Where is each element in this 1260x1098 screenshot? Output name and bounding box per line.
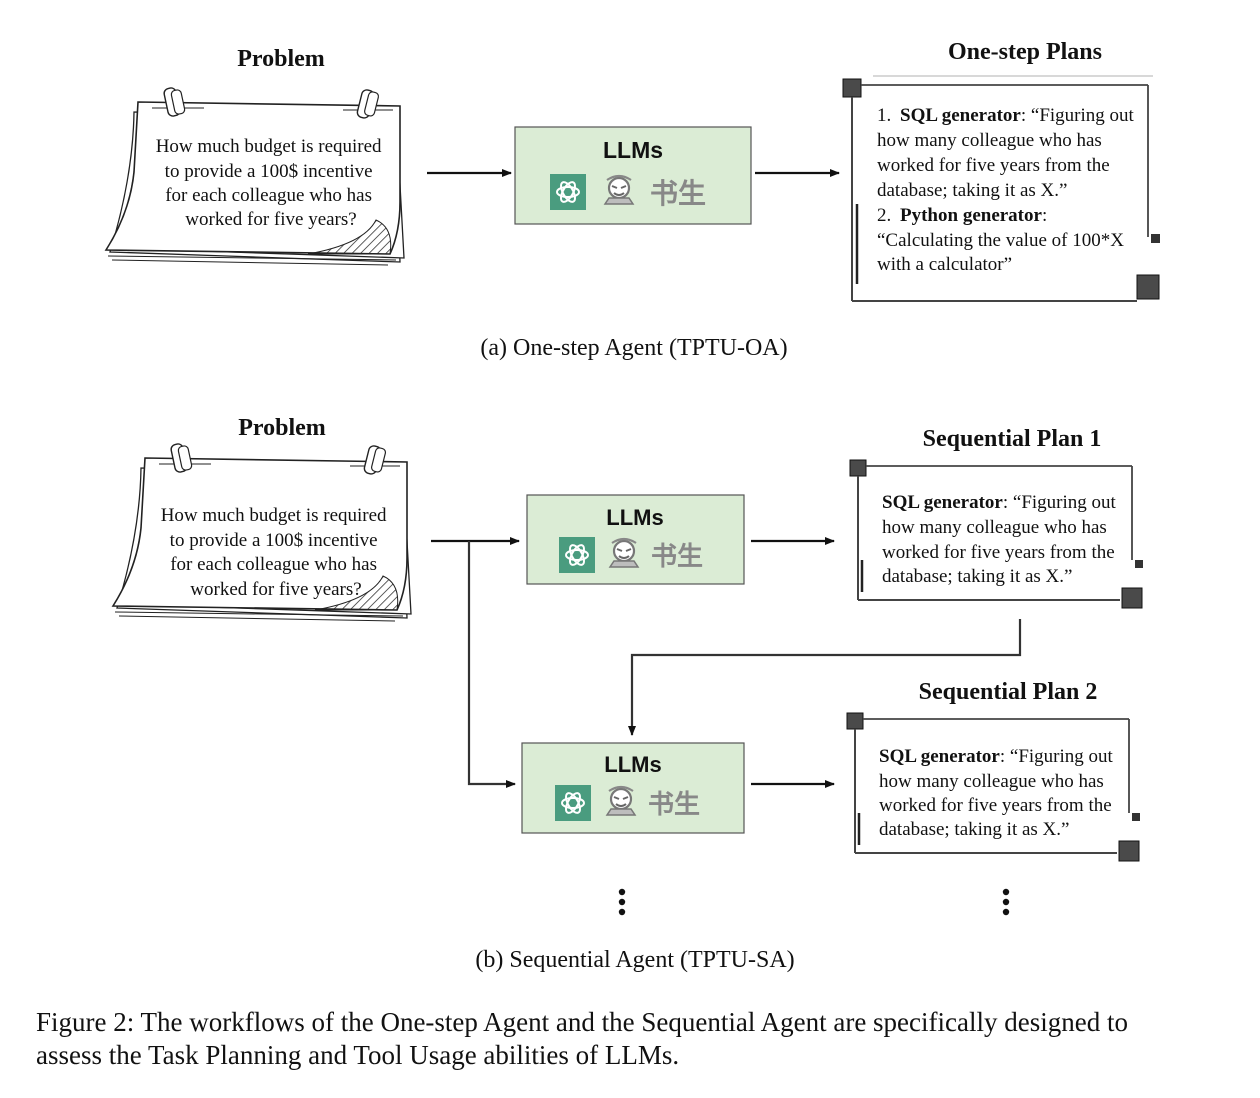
panel-a: Problem How much budget is required to p… xyxy=(105,39,1162,361)
sequential-plan2-card: SQL generator: “Figuring out how many co… xyxy=(845,705,1142,863)
plan1-tool: SQL generator xyxy=(882,492,1003,513)
svg-text:2. Python generator:: 2. Python generator: xyxy=(877,205,1047,226)
svg-text:SQL generator: “Figuring out: SQL generator: “Figuring out xyxy=(879,746,1114,767)
svg-text:how many colleague who has: how many colleague who has worked for fi… xyxy=(877,130,1114,201)
llm-logo-text: 书生 xyxy=(650,178,706,209)
problem-b-line-1: How much budget is required xyxy=(161,505,387,526)
problem-line-1: How much budget is required xyxy=(156,136,382,157)
figure-caption: Figure 2: The workflows of the One-step … xyxy=(36,1006,1246,1072)
problem-b-line-2: to provide a 100$ incentive xyxy=(170,530,378,551)
openai-icon xyxy=(554,784,592,822)
openai-icon xyxy=(558,536,596,574)
llm2-label: LLMs xyxy=(604,752,661,777)
one-step-plan-card: 1. SQL generator: “Figuring out how many… xyxy=(841,67,1162,303)
problem-notepad-b: How much budget is required to provide a… xyxy=(112,442,412,622)
llm-box: LLMs 书生 xyxy=(514,126,752,225)
plan1-text: : “Figuring out xyxy=(1003,492,1117,513)
plan2-line4: database; taking it as X.” xyxy=(879,819,1069,840)
problem-title-b: Problem xyxy=(238,415,326,441)
problem-title: Problem xyxy=(237,46,325,72)
problem-b-line-4: worked for five years? xyxy=(190,579,361,600)
plan-a-item2-tool: Python generator xyxy=(900,205,1043,226)
sequential-plan1-title: Sequential Plan 1 xyxy=(923,426,1102,452)
plan-a-item2-text: : xyxy=(1042,205,1047,226)
plan-a-item2-line2: “Calculating the value of 100*X xyxy=(877,230,1124,251)
svg-text:How much budget is required: How much budget is required to provide a… xyxy=(161,505,392,600)
sequential-plan2-title: Sequential Plan 2 xyxy=(919,679,1098,705)
problem-line-3: for each colleague who has xyxy=(165,185,372,206)
plan-a-item1-num: 1. xyxy=(877,105,891,126)
plan-a-item1-line2: how many colleague who has xyxy=(877,130,1102,151)
llm1-logo-text: 书生 xyxy=(651,541,703,571)
problem-b-line-3: for each colleague who has xyxy=(170,554,377,575)
problem-notepad: How much budget is required to provide a… xyxy=(105,86,405,266)
arrow-problem-to-llm2 xyxy=(467,541,516,788)
llm-label: LLMs xyxy=(603,137,663,163)
llm-box-2: LLMs 书生 xyxy=(521,742,745,834)
ellipsis-llm xyxy=(618,888,626,916)
figure-caption-line-2: assess the Task Planning and Tool Usage … xyxy=(36,1040,680,1070)
problem-line-4: worked for five years? xyxy=(185,209,356,230)
panel-b-caption: (b) Sequential Agent (TPTU-SA) xyxy=(475,947,794,973)
plan-a-item1-line4: database; taking it as X.” xyxy=(877,180,1067,201)
ellipsis-plan xyxy=(1002,888,1010,916)
svg-text:how many colleague who has: how many colleague who has worked for fi… xyxy=(882,517,1119,587)
plan-a-item2-line3: with a calculator” xyxy=(877,254,1012,275)
svg-text:How much budget is required: How much budget is required to provide a… xyxy=(156,136,387,230)
plan2-line2: how many colleague who has xyxy=(879,771,1104,792)
svg-text:“Calculating the value of 100*: “Calculating the value of 100*X with a c… xyxy=(877,230,1129,275)
plan-a-item2-num: 2. xyxy=(877,205,891,226)
llm-box-1: LLMs 书生 xyxy=(526,494,745,585)
svg-text:how many colleague who has: how many colleague who has worked for fi… xyxy=(879,771,1116,840)
plan1-line3: worked for five years from the xyxy=(882,542,1115,563)
panel-a-caption: (a) One-step Agent (TPTU-OA) xyxy=(480,335,787,361)
plan-a-item1-tool: SQL generator xyxy=(900,105,1021,126)
figure-caption-line-1: Figure 2: The workflows of the One-step … xyxy=(36,1007,1128,1037)
svg-text:SQL generator: “Figuring out: SQL generator: “Figuring out xyxy=(882,492,1117,513)
llm2-logo-text: 书生 xyxy=(648,789,700,819)
plan1-line4: database; taking it as X.” xyxy=(882,566,1072,587)
arrow-plan1-to-llm2 xyxy=(628,619,1022,736)
plan2-line3: worked for five years from the xyxy=(879,795,1112,816)
openai-icon xyxy=(549,173,587,211)
plan-a-item1-text: : “Figuring out xyxy=(1021,105,1135,126)
plan2-tool: SQL generator xyxy=(879,746,1000,767)
problem-line-2: to provide a 100$ incentive xyxy=(165,161,373,182)
plan-a-item1-line3: worked for five years from the xyxy=(877,155,1110,176)
svg-text:1. SQL generator: “Fig: 1. SQL generator: “Figuring out xyxy=(877,105,1135,126)
one-step-plans-title: One-step Plans xyxy=(948,39,1102,65)
plan1-line2: how many colleague who has xyxy=(882,517,1107,538)
sequential-plan1-card: SQL generator: “Figuring out how many co… xyxy=(848,452,1145,610)
panel-b: Problem How much budget is required to p… xyxy=(112,415,1145,973)
llm1-label: LLMs xyxy=(606,505,663,530)
plan2-text: : “Figuring out xyxy=(1000,746,1114,767)
